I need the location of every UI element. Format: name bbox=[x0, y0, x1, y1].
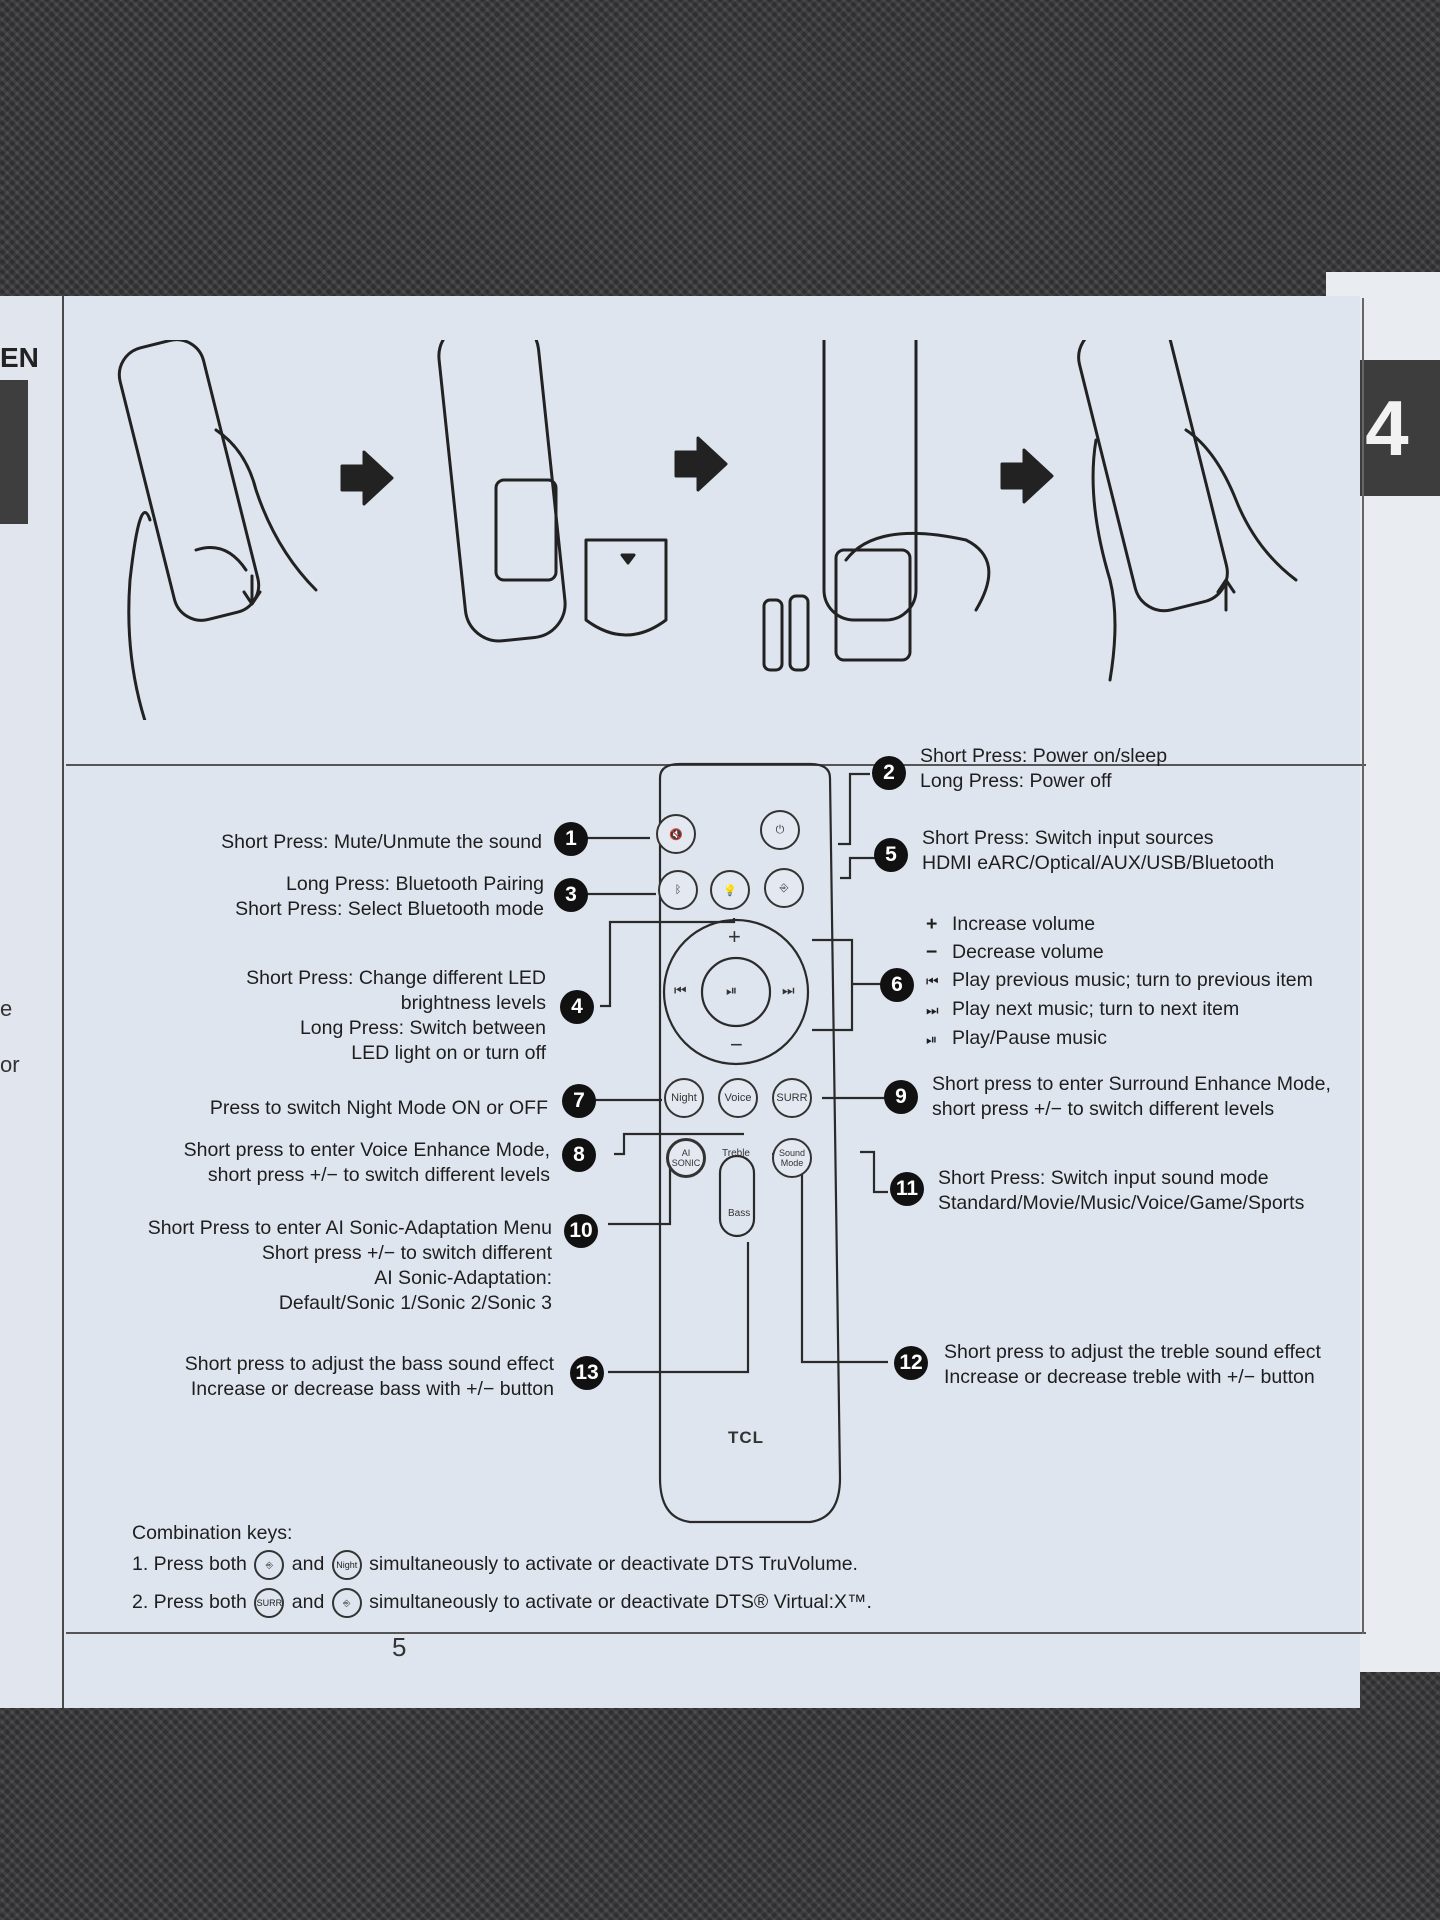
callout-11-text: Short Press: Switch input sound mode Sta… bbox=[938, 1167, 1305, 1214]
mute-icon: 🔇 bbox=[669, 828, 683, 841]
callout-number-4: 4 bbox=[560, 990, 594, 1024]
input-source-icon: ⎆ bbox=[331, 1588, 362, 1618]
step3-insert-batteries bbox=[762, 340, 991, 672]
callout-3-text: Long Press: Bluetooth Pairing Short Pres… bbox=[235, 873, 544, 920]
combination-keys-title: Combination keys: bbox=[132, 1522, 293, 1544]
callout-6-text: +Increase volume −Decrease volume ⏮Play … bbox=[926, 910, 1313, 1053]
power-icon: ⏻ bbox=[775, 823, 785, 836]
callout-number-2: 2 bbox=[872, 756, 906, 790]
sound-mode-button[interactable]: Sound Mode bbox=[772, 1138, 812, 1178]
page-right-rule bbox=[1362, 298, 1364, 1634]
treble-button[interactable]: Treble bbox=[722, 1148, 750, 1159]
callout-number-3: 3 bbox=[554, 878, 588, 912]
surr-key-icon: SURR bbox=[254, 1588, 285, 1618]
callout-number-13: 13 bbox=[570, 1356, 604, 1390]
skip-back-icon: ⏮ bbox=[674, 982, 687, 998]
page-number: 5 bbox=[392, 1632, 407, 1662]
callout-8-text: Short press to enter Voice Enhance Mode,… bbox=[183, 1139, 550, 1186]
minus-symbol: − bbox=[926, 941, 938, 963]
language-tab-label: EN bbox=[0, 342, 39, 373]
battery-install-illustration bbox=[117, 340, 1298, 720]
callout-number-6: 6 bbox=[880, 968, 914, 1002]
callout-number-7: 7 bbox=[562, 1084, 596, 1118]
callout-number-5: 5 bbox=[874, 838, 908, 872]
next-button[interactable]: ⏭ bbox=[782, 982, 795, 999]
skip-forward-icon: ⏭ bbox=[782, 982, 795, 998]
combination-line-2: 2. Press both SURR and ⎆ simultaneously … bbox=[132, 1588, 872, 1618]
volume-minus-button[interactable]: − bbox=[730, 1032, 743, 1057]
callout-number-1: 1 bbox=[554, 822, 588, 856]
surr-button[interactable]: SURR bbox=[772, 1078, 812, 1118]
callout-number-10: 10 bbox=[564, 1214, 598, 1248]
callout-4-text: Short Press: Change different LED bright… bbox=[246, 967, 546, 1064]
bluetooth-icon: ᛒ bbox=[674, 884, 682, 896]
callout-1-text: Short Press: Mute/Unmute the sound bbox=[221, 831, 542, 853]
plus-symbol: + bbox=[926, 913, 938, 935]
callout-number-9: 9 bbox=[884, 1080, 918, 1114]
callout-5-text: Short Press: Switch input sources HDMI e… bbox=[922, 827, 1275, 874]
step2-remote-open bbox=[437, 340, 668, 643]
play-pause-icon: ⏯ bbox=[726, 982, 738, 998]
section-divider bbox=[66, 764, 1366, 766]
night-key-icon: Night bbox=[331, 1550, 362, 1580]
previous-button[interactable]: ⏮ bbox=[674, 982, 687, 999]
cut-text-fragment: e bbox=[0, 996, 13, 1021]
step1-remote-slide-cover bbox=[117, 340, 318, 720]
bluetooth-button[interactable]: ᛒ bbox=[658, 870, 698, 910]
callout-2-text: Short Press: Power on/sleep Long Press: … bbox=[920, 745, 1168, 792]
combination-line-1: 1. Press both ⎆ and Night simultaneously… bbox=[132, 1550, 858, 1580]
remote-brand-logo: TCL bbox=[728, 1428, 765, 1447]
input-source-icon: ⎆ bbox=[254, 1550, 285, 1580]
led-button[interactable]: 💡 bbox=[710, 870, 750, 910]
skip-back-icon: ⏮ bbox=[926, 973, 939, 989]
light-bulb-icon: 💡 bbox=[723, 884, 737, 897]
left-page-edge bbox=[0, 296, 64, 1708]
volume-plus-button[interactable]: + bbox=[728, 924, 741, 949]
play-pause-button[interactable]: ⏯ bbox=[726, 982, 737, 999]
power-button[interactable]: ⏻ bbox=[760, 810, 800, 850]
callout-9-text: Short press to enter Surround Enhance Mo… bbox=[932, 1073, 1331, 1120]
callout-13-text: Short press to adjust the bass sound eff… bbox=[184, 1353, 554, 1400]
callout-number-12: 12 bbox=[894, 1346, 928, 1380]
night-button[interactable]: Night bbox=[664, 1078, 704, 1118]
language-tab-block bbox=[0, 380, 28, 524]
callout-12-text: Short press to adjust the treble sound e… bbox=[944, 1341, 1321, 1388]
play-pause-icon: ⏯ bbox=[926, 1031, 938, 1047]
callout-10-text: Short Press to enter AI Sonic-Adaptation… bbox=[147, 1217, 552, 1314]
callout-number-11: 11 bbox=[890, 1172, 924, 1206]
voice-button[interactable]: Voice bbox=[718, 1078, 758, 1118]
input-source-icon: ⎆ bbox=[779, 881, 789, 894]
page-bottom-rule bbox=[66, 1632, 1366, 1634]
mute-button[interactable]: 🔇 bbox=[656, 814, 696, 854]
bass-button[interactable]: Bass bbox=[728, 1208, 751, 1219]
cut-text-fragment: or bbox=[0, 1052, 20, 1077]
input-button[interactable]: ⎆ bbox=[764, 868, 804, 908]
callout-number-8: 8 bbox=[562, 1138, 596, 1172]
step4-close-cover bbox=[1077, 340, 1298, 682]
callout-7-text: Press to switch Night Mode ON or OFF bbox=[209, 1097, 548, 1119]
skip-forward-icon: ⏭ bbox=[926, 1002, 939, 1018]
ai-sonic-button[interactable]: AI SONIC bbox=[666, 1138, 706, 1178]
